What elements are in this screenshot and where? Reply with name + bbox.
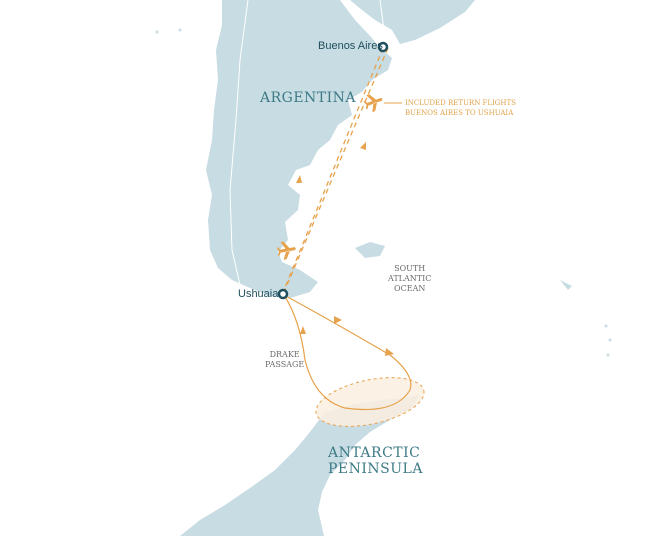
route-arrow <box>296 175 302 183</box>
flight-route <box>283 47 384 291</box>
border-line <box>229 0 249 286</box>
land-south-america <box>206 0 392 298</box>
ocean-line: SOUTH <box>394 264 426 273</box>
city-marker-ushuaia[interactable] <box>277 288 289 300</box>
city-marker-buenos-aires[interactable] <box>377 41 389 53</box>
route-arrow <box>334 316 342 324</box>
flight-annotation: INCLUDED RETURN FLIGHTS BUENOS AIRES TO … <box>405 98 516 118</box>
land-falklands <box>355 242 385 258</box>
annotation-line: BUENOS AIRES TO USHUAIA <box>405 109 514 117</box>
passage-label: DRAKE PASSAGE <box>265 350 304 370</box>
city-label-buenos-aires: Buenos Aires <box>318 40 383 52</box>
land-island <box>560 280 572 290</box>
ocean-line: OCEAN <box>394 284 426 293</box>
peninsula-line: ANTARCTIC <box>328 445 421 461</box>
peninsula-label: ANTARCTIC PENINSULA <box>328 445 423 477</box>
route-arrow <box>385 348 394 356</box>
cruising-area <box>315 377 425 427</box>
route-arrow <box>360 142 366 150</box>
land-antarctic-peninsula <box>180 395 420 536</box>
border-line <box>379 0 391 46</box>
annotation-line: INCLUDED RETURN FLIGHTS <box>405 99 516 107</box>
route-arrow <box>300 326 306 334</box>
ship-route <box>283 294 412 411</box>
plane-icon <box>363 94 383 113</box>
city-label-ushuaia: Ushuaia <box>238 288 279 300</box>
peninsula-line: PENINSULA <box>328 461 423 477</box>
country-label: ARGENTINA <box>260 90 357 106</box>
passage-line: DRAKE <box>269 350 300 359</box>
ocean-label: SOUTH ATLANTIC OCEAN <box>388 264 431 294</box>
ocean-line: ATLANTIC <box>388 274 432 283</box>
plane-icon <box>276 241 296 260</box>
passage-line: PASSAGE <box>265 360 305 369</box>
